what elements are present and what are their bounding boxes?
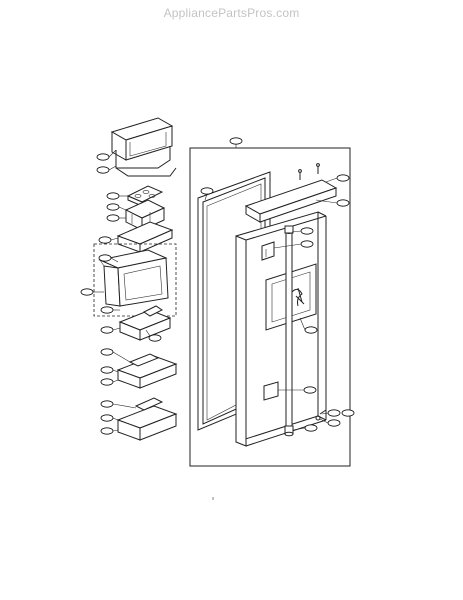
vertical-rod xyxy=(284,225,294,437)
callout xyxy=(106,192,128,200)
screws xyxy=(298,163,320,180)
callout xyxy=(100,414,119,422)
door-bin-2 xyxy=(116,397,178,441)
top-dairy-bin xyxy=(110,117,177,177)
callout xyxy=(100,400,137,409)
door-shelf-2 xyxy=(118,305,172,341)
part-callouts xyxy=(80,137,355,435)
callout xyxy=(106,203,127,211)
callout xyxy=(100,427,119,435)
callout xyxy=(319,418,341,427)
callout xyxy=(229,137,243,148)
upper-bracket xyxy=(261,241,275,261)
callout xyxy=(106,214,126,222)
callout xyxy=(315,199,350,207)
door-bin-1 xyxy=(116,353,178,389)
callout xyxy=(100,306,120,314)
callout xyxy=(200,187,214,201)
watermark-text: AppliancePartsPros.com xyxy=(163,6,300,20)
callout xyxy=(325,174,350,183)
callout xyxy=(96,165,117,174)
callout xyxy=(341,409,355,417)
door-shelf-1 xyxy=(116,221,174,253)
callout xyxy=(98,236,119,244)
callout xyxy=(80,288,104,296)
callout xyxy=(100,326,121,334)
lower-bracket xyxy=(263,381,279,401)
callout xyxy=(292,424,318,432)
callout xyxy=(278,386,317,394)
door-assembly-frame xyxy=(189,147,351,467)
callout xyxy=(321,409,341,417)
callout xyxy=(98,254,119,263)
door-top-cap xyxy=(244,179,338,223)
egg-tray xyxy=(126,185,164,207)
callout xyxy=(100,366,119,374)
callout xyxy=(273,240,314,249)
bottom-hinge-parts xyxy=(315,409,327,421)
callout xyxy=(100,378,119,386)
callout xyxy=(299,317,318,334)
callout xyxy=(96,149,117,161)
dairy-cover-assembly xyxy=(93,243,177,317)
callout xyxy=(145,329,162,342)
callout xyxy=(291,227,314,235)
callout xyxy=(100,348,131,363)
